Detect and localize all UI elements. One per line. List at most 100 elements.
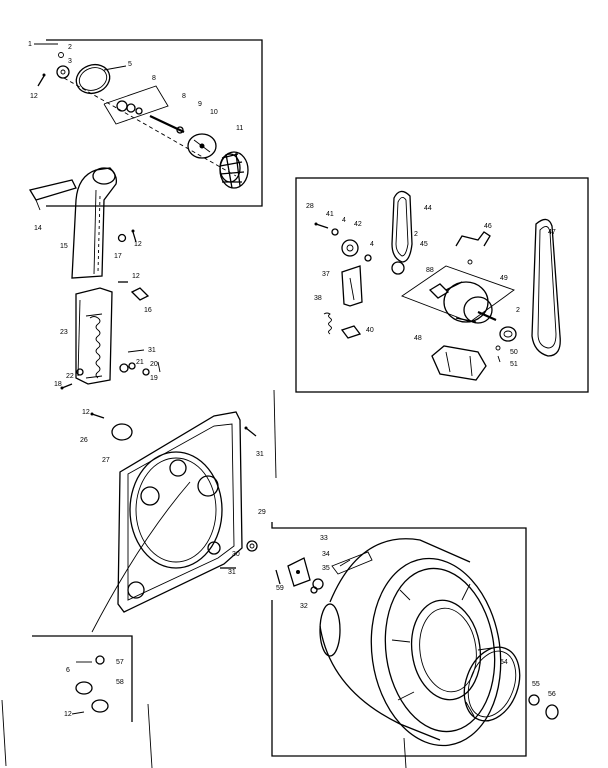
heater-coil-part: [85, 313, 103, 379]
rear-bearing-part: [246, 540, 258, 552]
blower-wheel-part: [219, 151, 249, 189]
callout-40: 40: [366, 327, 374, 334]
motor-pulley-part: [391, 261, 405, 275]
callout-26: 26: [80, 437, 88, 444]
inset-leader-line: [91, 481, 191, 633]
callout-16: 16: [144, 307, 152, 314]
terminal-part: [119, 363, 129, 373]
callout-35: 35: [322, 565, 330, 572]
callout-18: 18: [54, 381, 62, 388]
callout-29: 29: [258, 509, 266, 516]
callout-5: 5: [128, 61, 132, 68]
bearing-part: [116, 100, 128, 112]
inset-roller-part: [95, 655, 105, 665]
callout-56: 56: [548, 691, 556, 698]
callout-10: 10: [210, 109, 218, 116]
screw-part: [58, 52, 64, 58]
bracket-part: [130, 287, 150, 301]
callout-49: 49: [500, 275, 508, 282]
motor-assembly-frame: [295, 177, 589, 393]
idler-spring-part: [323, 312, 332, 335]
callout-14: 14: [34, 225, 42, 232]
callout-4b: 4: [370, 241, 374, 248]
shaft-part: [149, 115, 185, 133]
exhaust-duct-group: [28, 167, 161, 390]
drum-bearing-part: [312, 578, 324, 590]
callout-51: 51: [510, 361, 518, 368]
callout-59: 59: [276, 585, 284, 592]
drum-seal-part: [463, 646, 521, 722]
idler-bracket-part: [341, 265, 363, 307]
callout-38: 38: [314, 295, 322, 302]
callout-2: 2: [68, 44, 72, 51]
motor-assembly-group: [295, 177, 589, 393]
callout-20: 20: [150, 361, 158, 368]
callout-33: 33: [320, 535, 328, 542]
bulkhead-opening: [129, 451, 223, 569]
callout-17: 17: [114, 253, 122, 260]
drive-belt-part: [391, 190, 413, 263]
washer-ring-part: [75, 63, 111, 95]
drum-assembly-frame: [271, 522, 527, 757]
callout-46: 46: [484, 223, 492, 230]
callout-11: 11: [236, 125, 243, 132]
callout-21: 21: [136, 359, 144, 366]
callout-12e: 12: [64, 711, 72, 718]
lint-duct-part: [75, 287, 113, 385]
motor-mount-part: [431, 345, 487, 381]
callout-23: 23: [60, 329, 68, 336]
callout-47: 47: [548, 229, 556, 236]
motor-part: [428, 281, 497, 324]
blower-assembly-group: [34, 39, 263, 207]
callout-32: 32: [300, 603, 308, 610]
duct-plate-part: [28, 179, 77, 201]
callout-12c: 12: [132, 273, 140, 280]
inset-pad-part: [75, 681, 93, 695]
idler-clip-part: [340, 325, 362, 339]
bulkhead-panel-part: [117, 411, 243, 613]
callout-6: 6: [66, 667, 70, 674]
drum-belt-part: [531, 218, 561, 357]
callout-45: 45: [420, 241, 428, 248]
drum-bolt-part: [528, 694, 540, 706]
idler-pulley-part: [341, 239, 359, 257]
callout-31b: 31: [256, 451, 264, 458]
bulkhead-group: [90, 411, 258, 633]
callout-8: 8: [152, 75, 156, 82]
drum-assembly-group: [271, 389, 559, 768]
callout-22: 22: [66, 373, 74, 380]
callout-41: 41: [326, 211, 334, 218]
motor-end-pulley-part: [499, 326, 517, 342]
callout-54: 54: [500, 659, 508, 666]
callout-12d: 12: [82, 409, 90, 416]
callout-2b: 2: [414, 231, 418, 238]
callout-31c: 31: [228, 569, 236, 576]
callout-28: 28: [306, 203, 314, 210]
callout-34: 34: [322, 551, 330, 558]
callout-19: 19: [150, 375, 158, 382]
inset-frame: [32, 635, 133, 722]
pulley-disc-part: [187, 133, 217, 159]
motor-clip-part: [455, 231, 491, 247]
callout-12b: 12: [134, 241, 142, 248]
clip-nut-part: [117, 233, 127, 243]
exhaust-elbow-part: [71, 167, 118, 279]
callout-2c: 2: [516, 307, 520, 314]
callout-42: 42: [354, 221, 362, 228]
inset-group: [1, 635, 153, 768]
callout-9: 9: [198, 101, 202, 108]
cap-part: [111, 423, 133, 441]
callout-48: 48: [414, 335, 422, 342]
callout-50: 50: [510, 349, 518, 356]
drum-cap-part: [545, 704, 559, 720]
callout-1: 1: [28, 41, 32, 48]
callout-labels: 1 2 3 5 8 8 9 10 11 12 14 15 17 12 12 16…: [28, 41, 556, 718]
callout-55: 55: [532, 681, 540, 688]
callout-30: 30: [232, 551, 240, 558]
callout-4: 4: [342, 217, 346, 224]
nut-part: [56, 65, 70, 79]
callout-88: 88: [426, 267, 434, 274]
motor-subassembly-frame: [401, 265, 515, 323]
callout-37: 37: [322, 271, 330, 278]
